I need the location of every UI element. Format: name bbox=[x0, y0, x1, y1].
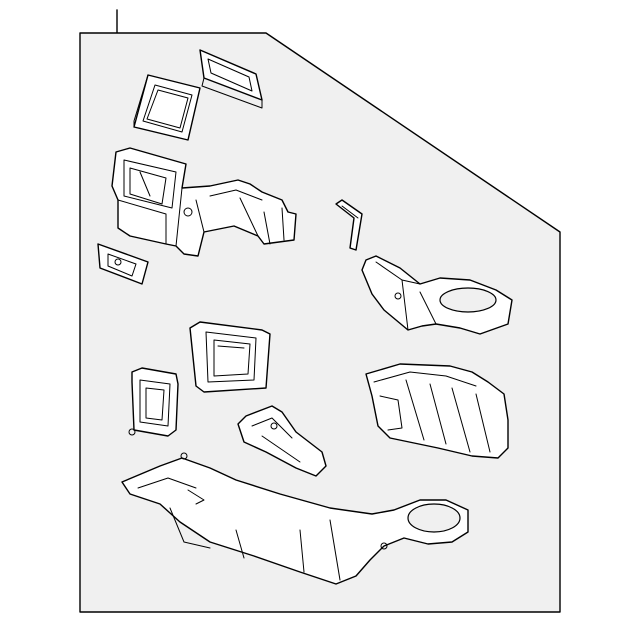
bent-tube bbox=[335, 199, 363, 251]
lower-case-base bbox=[121, 452, 469, 585]
blower-housing bbox=[361, 255, 513, 335]
core-frame-center bbox=[189, 321, 271, 393]
valve-bracket bbox=[237, 405, 327, 477]
upper-case-assembly bbox=[111, 147, 297, 257]
lower-case-right bbox=[365, 363, 509, 459]
core-frame-small bbox=[128, 367, 179, 437]
small-seal bbox=[97, 243, 149, 285]
filter-frame-left bbox=[133, 74, 201, 141]
filter-frame-right bbox=[199, 49, 263, 109]
